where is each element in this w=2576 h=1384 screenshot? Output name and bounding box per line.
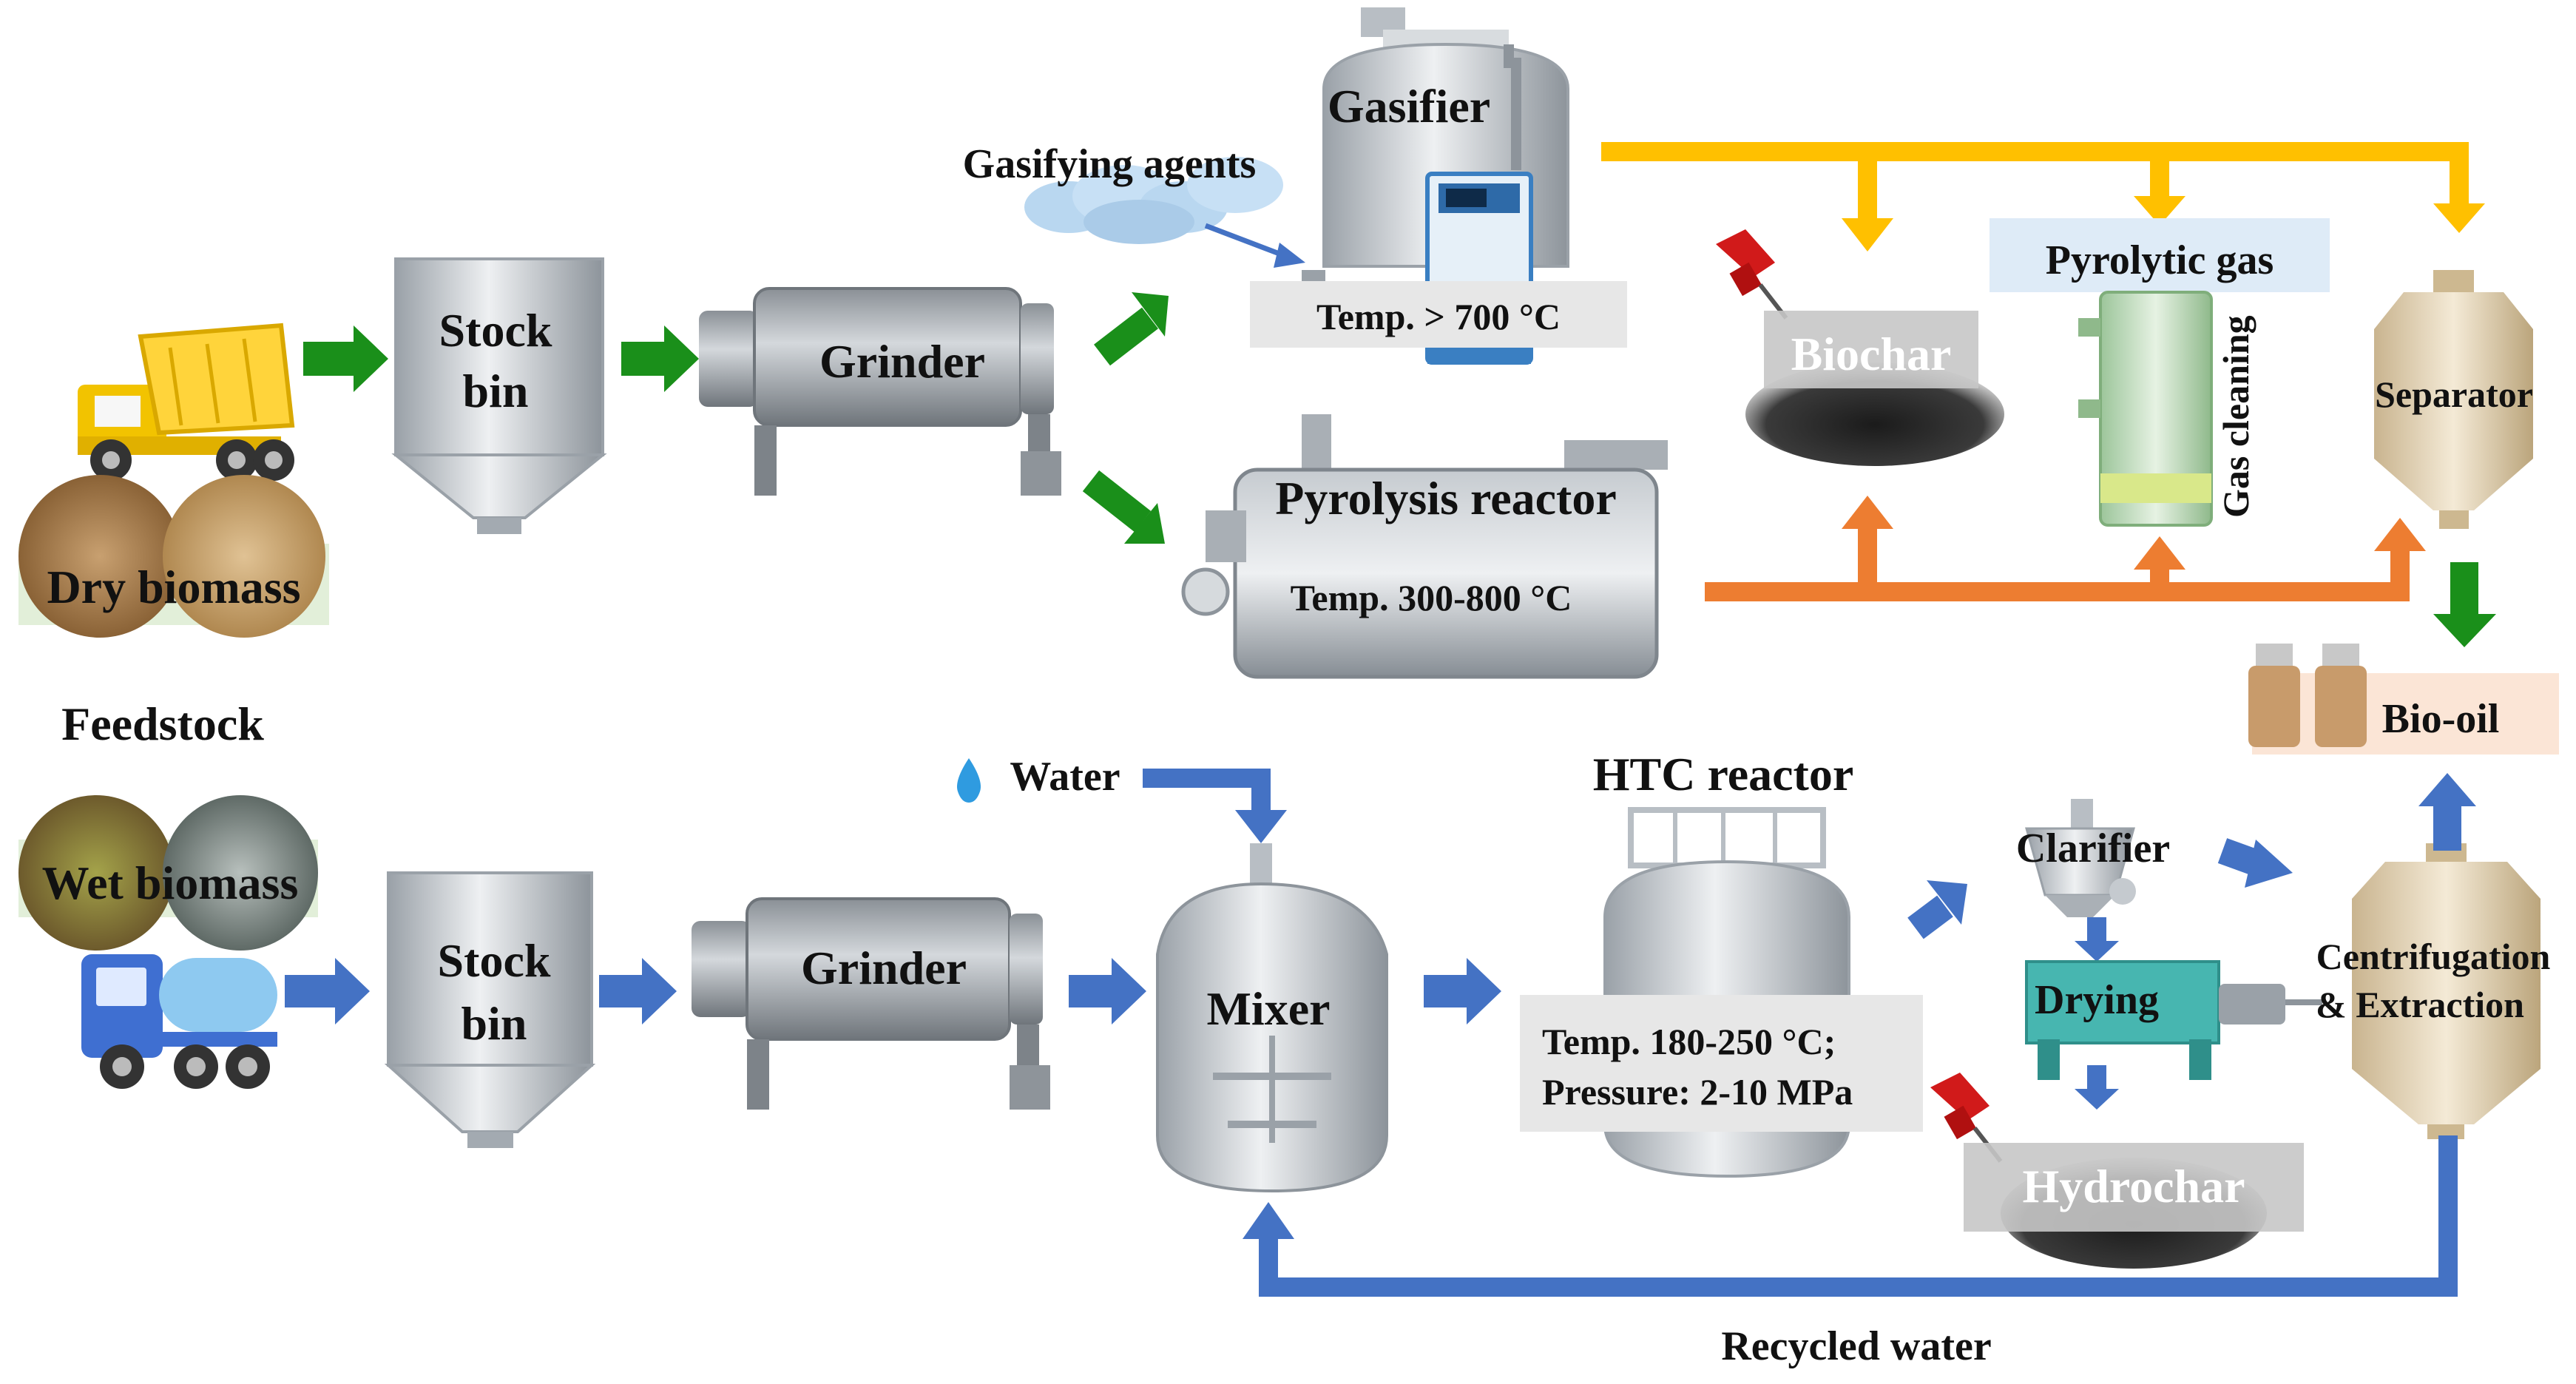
biochar-label-bg (1764, 311, 1978, 388)
bio-oil-label: Bio-oil (2382, 696, 2500, 742)
separator-vessel (2374, 270, 2533, 529)
stock-bin-dry-label-2: bin (463, 365, 529, 417)
grinder-wet (692, 897, 1050, 1110)
tanker-truck-icon (81, 954, 277, 1089)
arrow-stock-bin-to-grinder-dry (621, 325, 699, 392)
stock-bin-dry-label-1: Stock (439, 304, 552, 357)
htc-temp-label: Temp. 180-250 °C; (1542, 1021, 1836, 1062)
water-label: Water (1010, 754, 1120, 800)
drying-machine (2025, 960, 2322, 1080)
arrow-water-to-mixer (1143, 769, 1287, 843)
biochar-label: Biochar (1791, 328, 1952, 380)
gas-distribution-line (1601, 142, 2485, 252)
arrow-grinder-to-gasifier (1094, 292, 1169, 366)
gasifier-label: Gasifier (1328, 80, 1490, 132)
wet-biomass-photo-1 (18, 795, 174, 951)
pyrolysis-product-line (1705, 496, 2426, 601)
dry-biomass-photo-2 (163, 475, 325, 638)
mixer-label: Mixer (1207, 982, 1331, 1035)
wet-biomass-photo-2 (163, 795, 318, 951)
htc-conditions-box (1520, 995, 1923, 1132)
pyrolytic-gas-label: Pyrolytic gas (2046, 237, 2274, 283)
water-drop-icon (957, 758, 981, 803)
arrow-grinder-to-mixer (1069, 958, 1146, 1025)
arrow-truck-to-stock-bin-wet (285, 958, 370, 1025)
separator-label: Separator (2375, 374, 2533, 415)
gasifying-agents-label: Gasifying agents (963, 141, 1257, 187)
gasifier-temp-label: Temp. > 700 °C (1316, 296, 1561, 337)
stock-bin-dry (391, 257, 607, 534)
feedstock-label: Feedstock (61, 698, 264, 750)
drying-label: Drying (2035, 977, 2159, 1023)
recycled-water-label: Recycled water (1721, 1323, 1991, 1369)
recycled-water-loop (1243, 1135, 2458, 1297)
arrow-clarifier-to-centrifuge (2217, 838, 2293, 888)
arrow-separator-to-bio-oil (2433, 562, 2496, 647)
dry-biomass-label: Dry biomass (47, 561, 300, 613)
bottle-icon (2248, 644, 2367, 747)
arrow-grinder-to-pyrolysis (1082, 470, 1165, 544)
centrifugation-label-1: Centrifugation (2316, 936, 2551, 977)
arrow-agents-to-gasifier (1204, 223, 1325, 285)
dump-truck-icon (78, 323, 295, 481)
bio-oil-label-bg (2252, 673, 2559, 755)
pyrolysis-temp-label: Temp. 300-800 °C (1291, 577, 1572, 618)
dry-biomass-photo-1 (18, 475, 181, 638)
gas-cleaning-column (2078, 291, 2213, 527)
gas-cleaning-label: Gas cleaning (2215, 315, 2256, 518)
grinder-dry (699, 287, 1061, 496)
arrow-centrifuge-to-bio-oil (2418, 773, 2476, 851)
pyrolytic-gas-label-bg (1990, 218, 2330, 292)
grinder-dry-label: Grinder (819, 335, 985, 388)
hydrochar-label: Hydrochar (2022, 1160, 2245, 1212)
arrow-mixer-to-htc (1424, 958, 1501, 1025)
pyrolysis-reactor-vessel (1181, 414, 1668, 679)
cloud-icon (1024, 157, 1283, 244)
stock-bin-wet-label-2: bin (462, 997, 527, 1050)
stock-bin-wet-label-1: Stock (438, 934, 551, 987)
pushpin-icon (1716, 229, 1788, 320)
hydrochar-label-bg (1964, 1143, 2304, 1232)
arrow-htc-to-clarifier (1907, 880, 1967, 939)
stock-bin-wet (384, 871, 596, 1148)
arrow-clarifier-to-drying (2075, 917, 2119, 962)
gasifier-temp-box (1250, 281, 1627, 348)
wet-biomass-label: Wet biomass (42, 857, 299, 909)
arrow-stock-bin-to-grinder-wet (599, 958, 677, 1025)
pyrolysis-reactor-label: Pyrolysis reactor (1275, 472, 1617, 524)
arrow-truck-to-stock-bin-dry (303, 325, 388, 392)
grinder-wet-label: Grinder (801, 942, 967, 994)
htc-reactor-label: HTC reactor (1593, 748, 1853, 800)
arrow-drying-to-hydrochar (2075, 1065, 2119, 1110)
centrifugation-label-2: & Extraction (2316, 984, 2524, 1025)
clarifier-vessel (2025, 799, 2136, 917)
htc-pressure-label: Pressure: 2-10 MPa (1542, 1071, 1853, 1113)
clarifier-label: Clarifier (2016, 826, 2170, 871)
mixer-vessel (1156, 843, 1388, 1193)
